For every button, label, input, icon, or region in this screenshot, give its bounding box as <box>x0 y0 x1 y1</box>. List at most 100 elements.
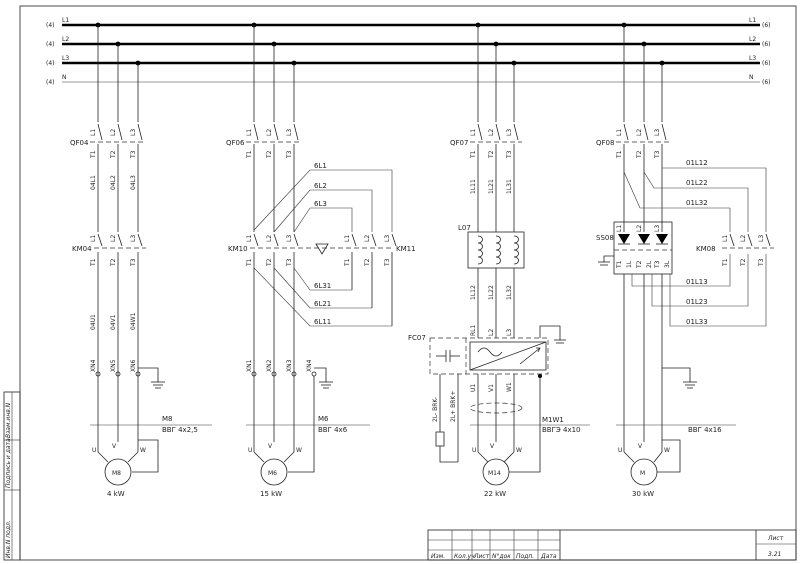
b1-c-l1: L1 <box>90 235 97 242</box>
b3-t1: T1 <box>470 150 477 159</box>
b2-cable-label: M6 <box>318 415 329 423</box>
bus-l3-name-right: L3 <box>749 55 756 62</box>
b4-l1: L1 <box>616 129 623 136</box>
b1-term-3: XN6 <box>130 359 137 372</box>
b1-c-t1: T1 <box>90 258 97 267</box>
b3-wire-mid-2: 1L22 <box>488 285 495 300</box>
b3-fc-out-1: U1 <box>470 384 477 392</box>
b4-wire-r-bot-3: 01L33 <box>686 318 708 326</box>
tb-h-doc: N°док <box>492 553 511 560</box>
bus-n-name: N <box>62 74 67 81</box>
b4-motor: M <box>640 470 645 477</box>
b4-ss-aux-3: 3L <box>664 260 671 268</box>
b2-c-t2: T2 <box>266 258 273 267</box>
b2-c-l2: L2 <box>266 235 273 242</box>
b3-l2: L2 <box>488 129 495 136</box>
b4-l2: L2 <box>636 129 643 136</box>
b2-c-l3: L3 <box>286 235 293 242</box>
b4-u: U <box>618 447 622 454</box>
b3-power: 22 kW <box>484 490 506 498</box>
tb-h-izm: Изм. <box>431 553 445 560</box>
b4-wire-r-top-1: 01L12 <box>686 159 708 167</box>
b2-wire-bot-2: 6L21 <box>314 300 331 308</box>
b2-k-t3: T3 <box>384 258 391 267</box>
b1-cable-label: M8 <box>162 415 173 423</box>
b4-w: W <box>664 447 670 454</box>
b3-w: W <box>516 447 522 454</box>
b2-k-t2: T2 <box>364 258 371 267</box>
b1-wire-bot-1: 04U1 <box>90 314 97 330</box>
b3-dc-2: 2L+ BRK+ <box>450 391 457 422</box>
branch-4: L1 L2 L3 QF08 T1 T2 T3 01L12 01L22 01L32… <box>596 25 774 498</box>
bus-l2-ref-left: (4) <box>46 41 55 48</box>
b3-dc-1: 2L- BRK- <box>432 397 439 422</box>
b1-l1: L1 <box>90 129 97 136</box>
drawing-frame <box>19 5 797 561</box>
bus-l2-name: L2 <box>62 36 69 43</box>
bus-l2-ref-right: (6) <box>762 41 771 48</box>
b3-reactor: L07 <box>458 224 471 232</box>
bus-l1-name-right: L1 <box>749 17 756 24</box>
b4-wire-r-bot-1: 01L13 <box>686 278 708 286</box>
b4-contactor: KM08 <box>696 245 716 253</box>
b3-t3: T3 <box>506 150 513 159</box>
b2-c-t1: T1 <box>246 258 253 267</box>
b3-fc-in-2: L2 <box>488 329 495 336</box>
b3-fc-out-3: W1 <box>506 382 513 392</box>
b2-motor: M6 <box>268 470 277 477</box>
b2-term-2: XN2 <box>266 359 273 372</box>
b2-power: 15 kW <box>260 490 282 498</box>
b1-c-l3: L3 <box>130 235 137 242</box>
bus-l1-ref-left: (4) <box>46 22 55 29</box>
b4-power: 30 kW <box>632 490 654 498</box>
b3-converter: FC07 <box>408 334 426 342</box>
b3-converter-box <box>429 337 549 375</box>
b1-c-t2: T2 <box>110 258 117 267</box>
b2-t2: T2 <box>266 150 273 159</box>
bus-l1-ref-right: (6) <box>762 22 771 29</box>
b4-k-l3: L3 <box>758 235 765 242</box>
b4-ss-aux-2: 2L <box>646 260 653 268</box>
bus-n-ref-right: (6) <box>762 79 771 86</box>
branch-2: L1 L2 L3 QF06 T1 T2 T3 6L1 6L2 6L3 L1 L2… <box>226 25 416 498</box>
b2-wire-bot-1: 6L31 <box>314 282 331 290</box>
b2-w: W <box>296 447 302 454</box>
b4-k-l2: L2 <box>740 235 747 242</box>
b1-t1: T1 <box>90 150 97 159</box>
b2-contactor-a: KM10 <box>228 245 248 253</box>
b3-fc-in-3: L3 <box>506 329 513 336</box>
b2-wire-top-1: 6L1 <box>314 162 327 170</box>
b4-v: V <box>638 443 643 450</box>
b3-wire-mid-1: 1L12 <box>470 285 477 300</box>
b2-l2: L2 <box>266 129 273 136</box>
b1-breaker: QF04 <box>70 139 89 147</box>
b3-motor: M14 <box>488 470 501 477</box>
b4-wire-r-top-3: 01L32 <box>686 199 708 207</box>
b4-ss-bot-3: T3 <box>654 260 661 269</box>
side-stamp-inv: Инв.N подл. <box>5 520 12 558</box>
side-stamp: Инв.N подл. Подпись и дата Взам.инв.N <box>3 391 21 561</box>
b4-ss-top-3: L3 <box>654 225 661 232</box>
b3-motor-symbol <box>482 458 510 486</box>
tb-h-kol: Кол.уч <box>454 553 475 560</box>
b1-u: U <box>92 447 96 454</box>
b4-t1: T1 <box>616 150 623 159</box>
b2-wire-top-3: 6L3 <box>314 200 327 208</box>
bus-l3-ref-right: (6) <box>762 60 771 67</box>
b1-cable-type: ВВГ 4x2,5 <box>162 426 198 434</box>
bus-n-ref-left: (4) <box>46 79 55 86</box>
bus-l2-name-right: L2 <box>749 36 756 43</box>
tb-h-data: Дата <box>540 553 557 560</box>
b2-k-l3: L3 <box>384 235 391 242</box>
b1-l3: L3 <box>130 129 137 136</box>
b1-v: V <box>112 443 117 450</box>
bus-n-name-right: N <box>749 74 754 81</box>
b3-wire-top-3: 1L31 <box>506 179 513 194</box>
bus-l2: (4) L2 L2 (6) <box>46 36 771 48</box>
b1-c-l2: L2 <box>110 235 117 242</box>
b3-fc-out-2: V1 <box>488 384 495 392</box>
b4-l3: L3 <box>654 129 661 136</box>
b1-contactor: KM04 <box>72 245 92 253</box>
b4-cable-type: ВВГ 4x16 <box>688 426 722 434</box>
